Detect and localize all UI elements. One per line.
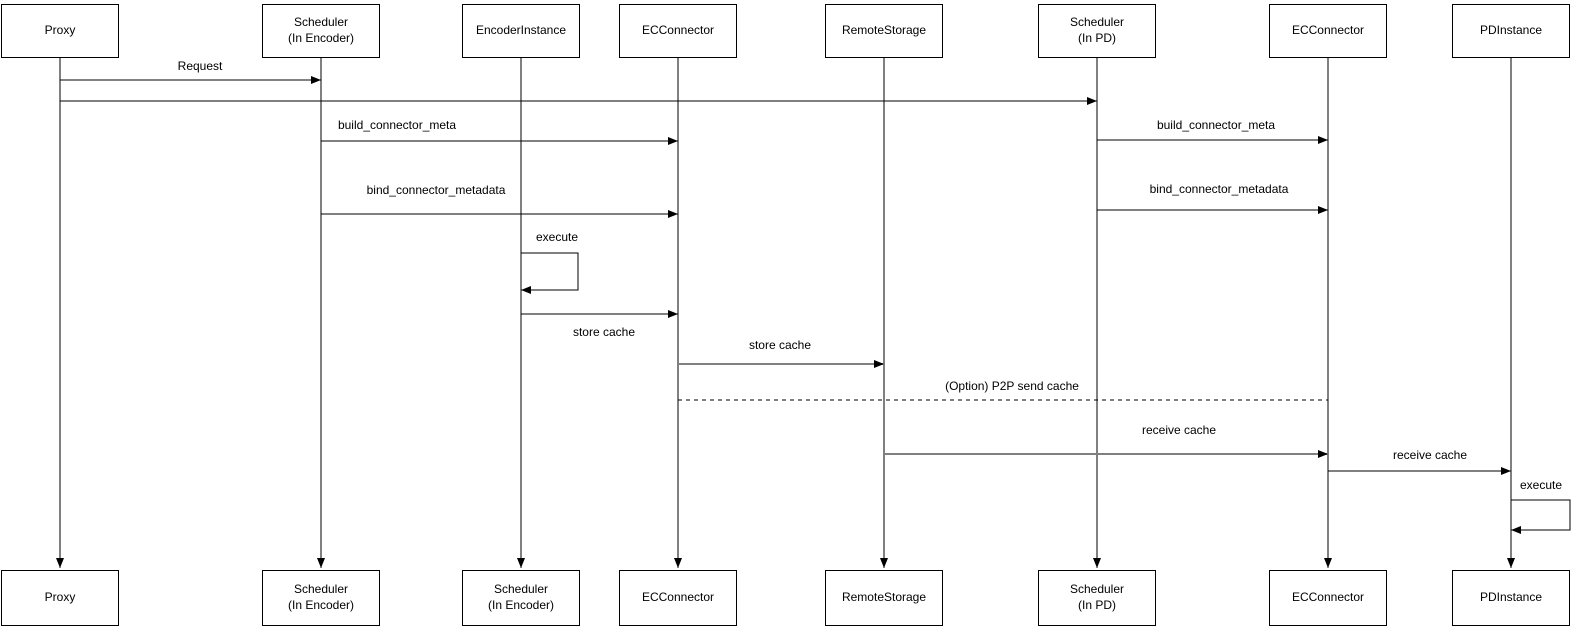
message-label-request: Request [177,59,223,73]
participant-top-scheduler-pd: Scheduler (In PD) [1038,4,1156,58]
message-self-loop-execute-encoder [521,252,579,294]
participant-top-encoder-instance: EncoderInstance [462,4,580,58]
message-label-store-cache-encoder-instance: store cache [572,325,636,339]
participant-top-remote-storage: RemoteStorage [825,4,943,58]
message-label-receive-cache-pd-instance: receive cache [1392,448,1468,462]
message-label-bind-connector-metadata-encoder: bind_connector_metadata [366,183,506,197]
message-label-build-connector-meta-encoder: build_connector_meta [337,118,457,132]
participant-top-ec-connector-encoder: ECConnector [619,4,737,58]
participant-bottom-remote-storage: RemoteStorage [825,570,943,626]
participant-top-proxy: Proxy [1,4,119,58]
participant-bottom-scheduler-encoder-2: Scheduler (In Encoder) [462,570,580,626]
participant-bottom-ec-connector-encoder: ECConnector [619,570,737,626]
message-label-execute-pd: execute [1519,478,1563,492]
participant-top-pd-instance: PDInstance [1452,4,1570,58]
participant-bottom-proxy: Proxy [1,570,119,626]
message-self-loop-execute-pd [1511,499,1571,534]
message-label-store-cache-remote-storage: store cache [748,338,812,352]
participant-top-scheduler-encoder: Scheduler (In Encoder) [262,4,380,58]
message-label-p2p-send-cache: (Option) P2P send cache [945,379,1079,393]
participant-bottom-scheduler-encoder: Scheduler (In Encoder) [262,570,380,626]
message-label-bind-connector-metadata-pd: bind_connector_metadata [1149,182,1289,196]
message-label-build-connector-meta-pd: build_connector_meta [1156,118,1276,132]
participant-bottom-ec-connector-pd: ECConnector [1269,570,1387,626]
participant-top-ec-connector-pd: ECConnector [1269,4,1387,58]
participant-bottom-pd-instance: PDInstance [1452,570,1570,626]
participant-bottom-scheduler-pd: Scheduler (In PD) [1038,570,1156,626]
message-label-execute-encoder: execute [535,230,579,244]
message-label-receive-cache-ec-connector: receive cache [1141,423,1217,437]
